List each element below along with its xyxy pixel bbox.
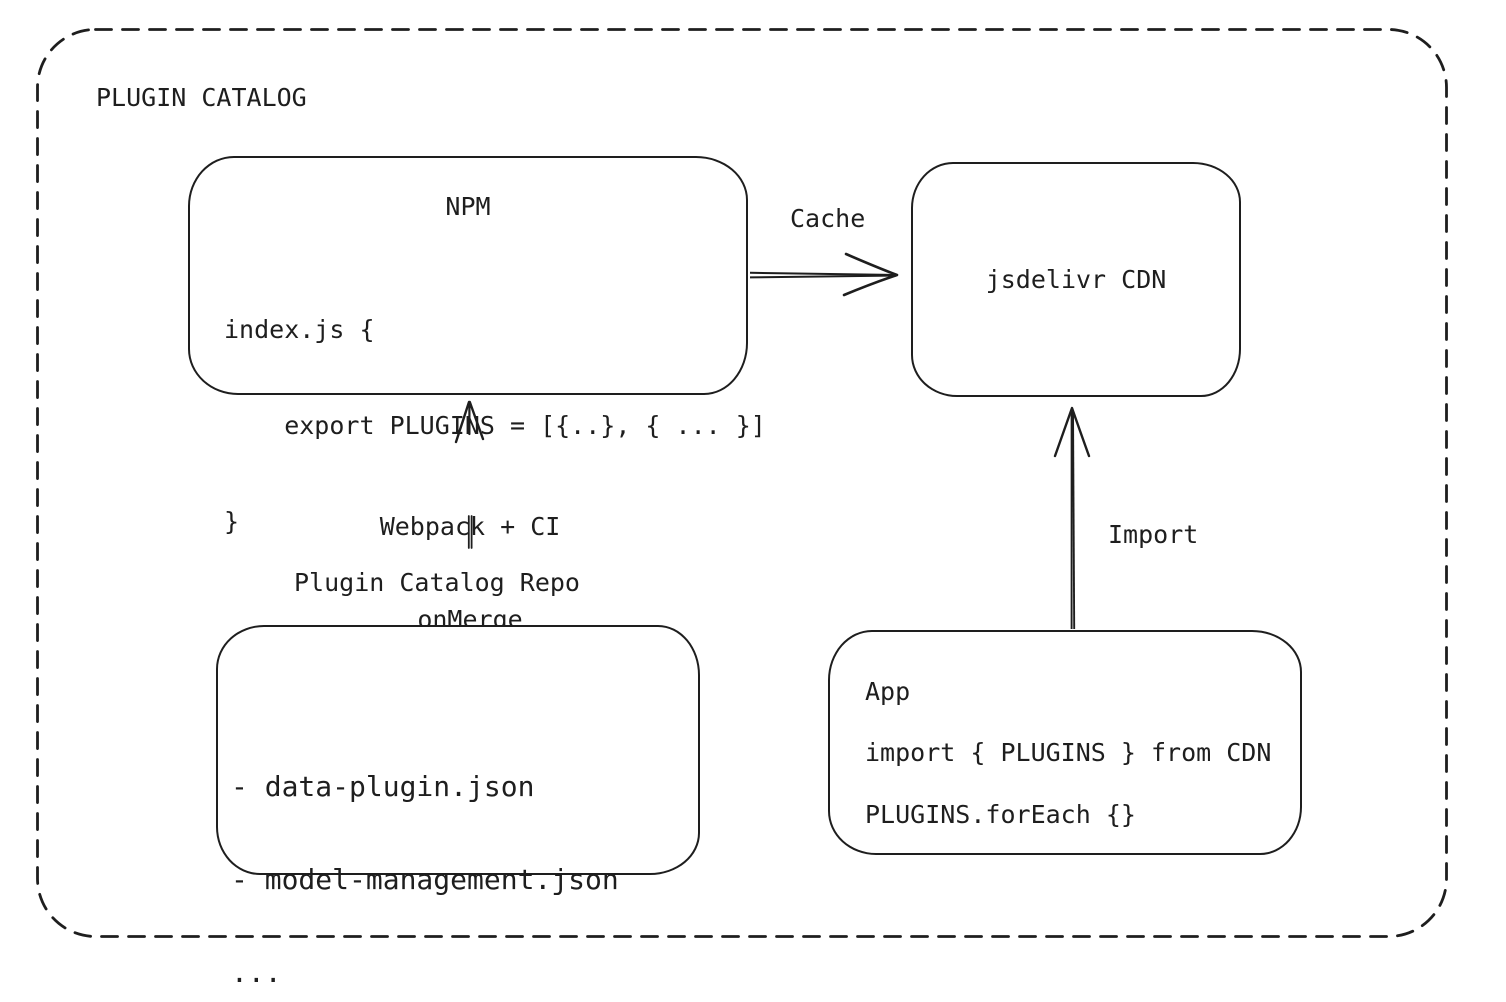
npm-code-line: } bbox=[224, 507, 240, 536]
jsdelivr-cdn-label: jsdelivr CDN bbox=[985, 264, 1167, 294]
repo-file-item: - data-plugin.json bbox=[231, 770, 535, 803]
import-arrow bbox=[1053, 406, 1091, 630]
diagram-title: PLUGIN CATALOG bbox=[96, 83, 307, 112]
app-node-title: App bbox=[865, 677, 911, 706]
build-edge-label: Webpack + CI onMerge bbox=[350, 449, 590, 697]
jsdelivr-cdn-node: jsdelivr CDN bbox=[911, 162, 1241, 397]
cache-arrow bbox=[749, 252, 899, 297]
build-arrow bbox=[454, 400, 485, 444]
app-code-line: PLUGINS.forEach {} bbox=[865, 800, 1136, 829]
plugin-catalog-repo-node: - data-plugin.json - model-management.js… bbox=[216, 625, 700, 988]
repo-file-item: ... bbox=[231, 956, 282, 989]
build-connector-line bbox=[467, 515, 473, 549]
npm-node: NPM index.js { export PLUGINS = [{..}, {… bbox=[188, 156, 766, 536]
npm-code-line: export PLUGINS = [{..}, { ... }] bbox=[224, 411, 766, 440]
app-code-line: import { PLUGINS } from CDN bbox=[865, 738, 1272, 767]
import-edge-label: Import bbox=[1108, 520, 1199, 549]
app-node: App import { PLUGINS } from CDN PLUGINS.… bbox=[828, 630, 1302, 855]
npm-code-line: index.js { bbox=[224, 315, 375, 344]
build-edge-label-line: Webpack + CI bbox=[379, 512, 561, 541]
repo-file-item: - model-management.json bbox=[231, 863, 619, 896]
repo-file-list: - data-plugin.json - model-management.js… bbox=[231, 709, 619, 1002]
repo-node-label: Plugin Catalog Repo bbox=[294, 568, 580, 597]
npm-node-title: NPM bbox=[445, 192, 491, 221]
cache-edge-label: Cache bbox=[790, 204, 866, 233]
